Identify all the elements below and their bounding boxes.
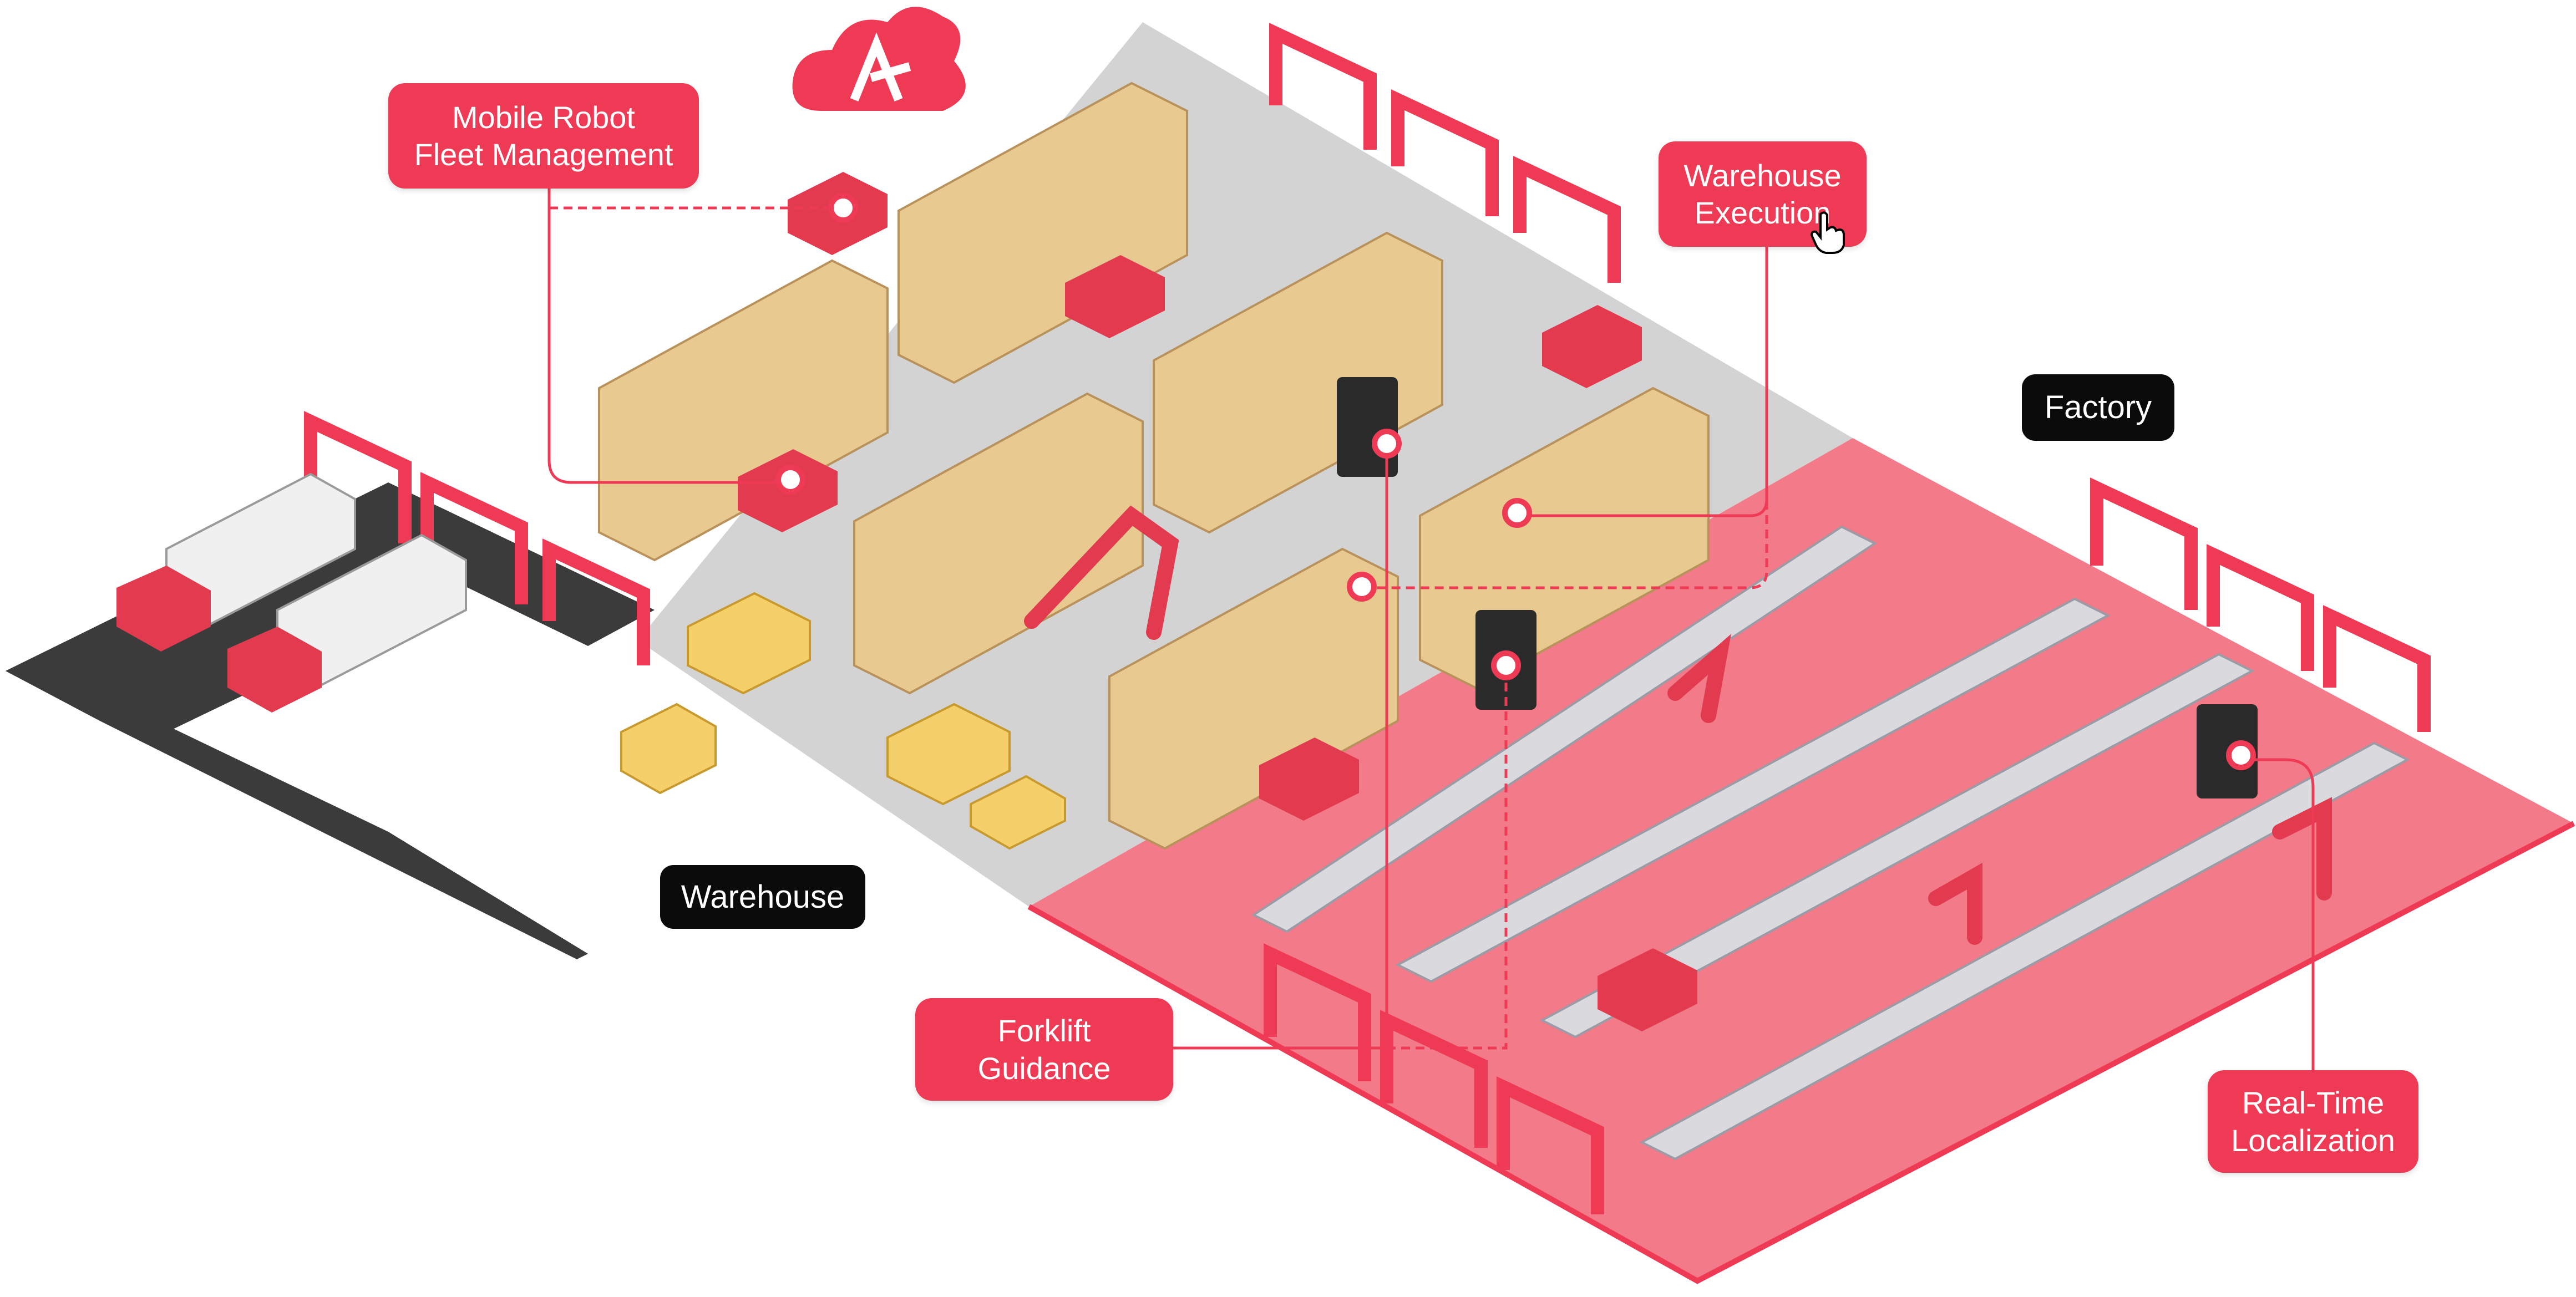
forklift-guidance-callout[interactable]: Forklift Guidance (915, 998, 1173, 1101)
truck (227, 533, 467, 713)
mobile-robots (738, 172, 1697, 1031)
tracking-dots (775, 193, 2256, 770)
dock-doors-back (1269, 23, 1621, 283)
truck (116, 472, 356, 652)
robot-arms (1024, 505, 2332, 945)
pallet-stacks (620, 592, 1066, 850)
dock-doors-factory (1264, 477, 2431, 1214)
shelving-units (598, 82, 1710, 850)
hand-pointer-icon (1810, 211, 1845, 254)
conveyor-belts (1251, 525, 2410, 1161)
fleet-management-callout[interactable]: Mobile Robot Fleet Management (388, 83, 699, 189)
callout-connectors (547, 186, 2315, 1070)
factory-floor (1029, 438, 2574, 1281)
real-time-localization-callout[interactable]: Real-Time Localization (2208, 1070, 2418, 1173)
factory-zone-label: Factory (2022, 374, 2174, 441)
warehouse-zone-label: Warehouse (660, 865, 865, 929)
factory-floor-edge (1027, 821, 2575, 1284)
warehouse-execution-callout[interactable]: Warehouse Execution (1659, 141, 1867, 247)
cloud-logo-icon (792, 7, 966, 111)
dock-doors-left (304, 411, 650, 665)
